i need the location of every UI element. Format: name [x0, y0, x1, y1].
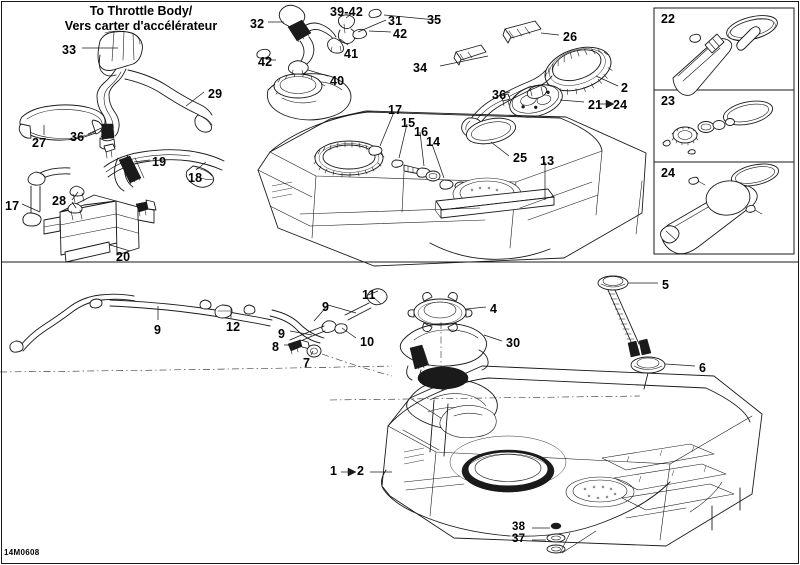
- callout-15: 15: [401, 116, 416, 130]
- callout-32: 32: [250, 17, 265, 31]
- callout-2: 2: [621, 81, 629, 95]
- callout-6: 6: [699, 361, 707, 375]
- inset-number-23: 23: [661, 94, 675, 108]
- callout-27: 27: [32, 136, 47, 150]
- inset-number-22: 22: [661, 12, 675, 26]
- callout-7: 7: [303, 356, 311, 370]
- callout-39-42: 39-42: [330, 5, 363, 19]
- callout-17-left: 17: [5, 199, 20, 213]
- callout-11: 11: [362, 288, 376, 302]
- callout-36-right: 36: [492, 88, 507, 102]
- callout-35: 35: [427, 13, 442, 27]
- callout-5: 5: [662, 278, 670, 292]
- callout-2-tank: 2: [357, 464, 365, 478]
- callout-42-right: 42: [393, 27, 408, 41]
- callout-36-left: 36: [70, 130, 85, 144]
- callout-20: 20: [116, 250, 131, 264]
- callout-8: 8: [272, 340, 280, 354]
- callout-29: 29: [208, 87, 223, 101]
- callout-33: 33: [62, 43, 77, 57]
- callout-1: 1: [330, 464, 338, 478]
- callout-19: 19: [152, 155, 167, 169]
- callout-30: 30: [506, 336, 521, 350]
- callout-28: 28: [52, 194, 67, 208]
- callout-38: 38: [512, 521, 526, 533]
- callout-10: 10: [360, 335, 375, 349]
- callout-16: 16: [414, 125, 429, 139]
- title-line-english: To Throttle Body/: [89, 4, 193, 18]
- callout-37: 37: [512, 533, 526, 545]
- callout-26: 26: [563, 30, 578, 44]
- callout-21: 21: [588, 98, 603, 112]
- inset-number-24: 24: [661, 166, 675, 180]
- callout-18: 18: [188, 171, 203, 185]
- callout-25: 25: [513, 151, 528, 165]
- callout-31: 31: [388, 14, 403, 28]
- callout-42-left: 42: [258, 55, 273, 69]
- callout-9-c: 9: [278, 327, 286, 341]
- callout-13: 13: [540, 154, 555, 168]
- title-line-french: Vers carter d'accélérateur: [64, 18, 218, 33]
- callout-14: 14: [426, 135, 441, 149]
- callout-24: 24: [613, 98, 628, 112]
- callout-12: 12: [226, 320, 241, 334]
- sheet-code: 14M0608: [4, 548, 40, 557]
- callout-9-a: 9: [154, 323, 162, 337]
- callout-17-tank: 17: [388, 103, 403, 117]
- callout-4: 4: [490, 302, 498, 316]
- callout-34: 34: [413, 61, 428, 75]
- callout-40: 40: [330, 74, 345, 88]
- page-title: To Throttle Body/ Vers carter d'accéléra…: [36, 4, 246, 34]
- callout-41: 41: [344, 47, 359, 61]
- callout-9-b: 9: [322, 300, 330, 314]
